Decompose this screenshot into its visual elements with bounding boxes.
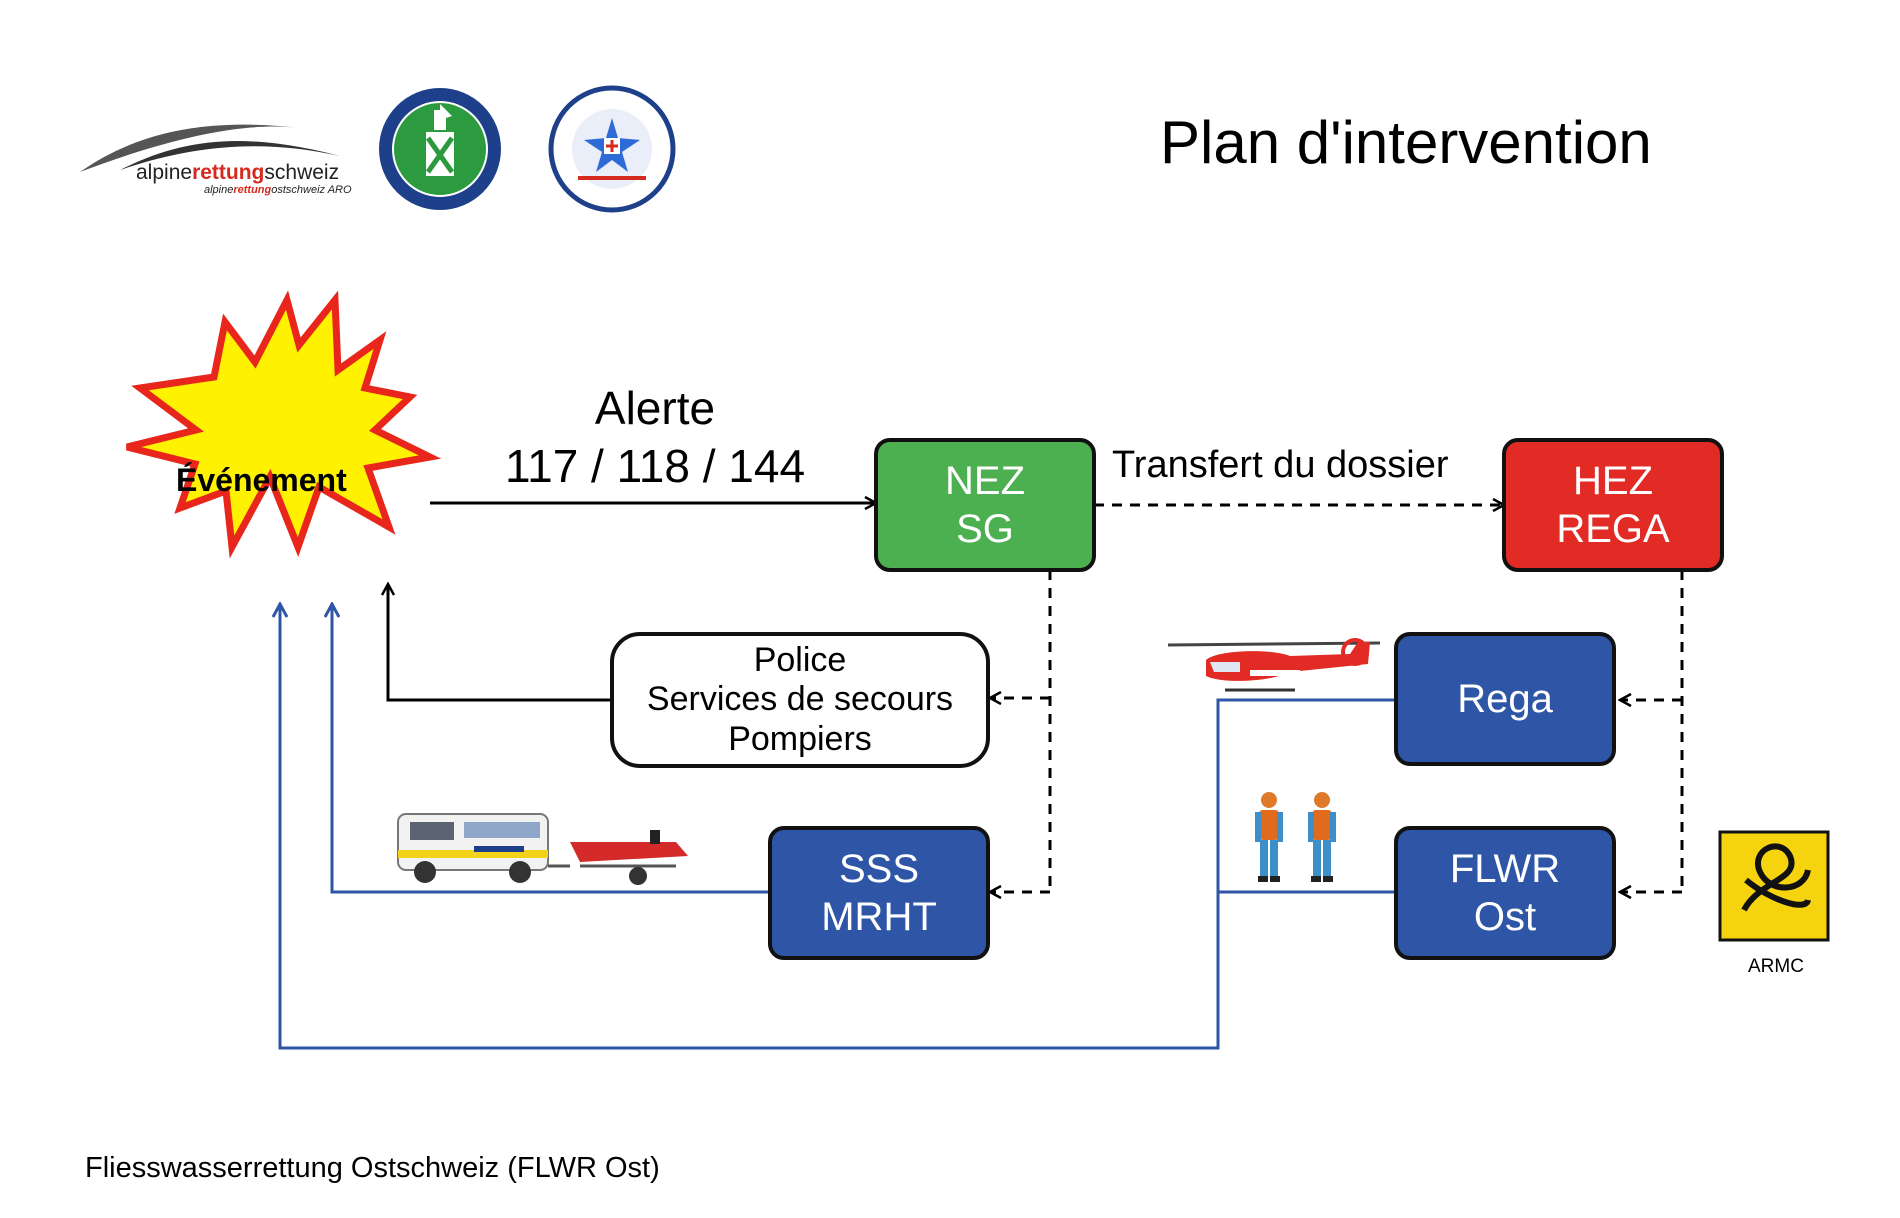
flwr-box: [1394, 826, 1616, 960]
flwr-line2: Ost: [1473, 895, 1537, 939]
alert-label: Alerte 117 / 118 / 144: [480, 380, 830, 495]
transfer-label: Transfert du dossier: [1112, 444, 1449, 486]
rope-knot-icon: [1718, 830, 1830, 942]
sss-label: SSS MRHT: [770, 828, 988, 958]
services-label: Police Services de secours Pompiers: [612, 634, 988, 766]
alpine-rescue-subbrand: alpinerettungostschweiz ARO: [204, 184, 352, 196]
nez-box: [874, 438, 1096, 572]
sss-box: [768, 826, 990, 960]
hez-box: [1502, 438, 1724, 572]
rega-line1: Rega: [1457, 677, 1553, 721]
rega-flwr-return-line: [280, 604, 1396, 1050]
rega-box: [1394, 632, 1616, 766]
rescue-van-with-boat-trailer-icon: [397, 813, 688, 885]
rega-helicopter-icon: [1167, 638, 1381, 692]
nez-line1: NEZ: [945, 459, 1025, 503]
water-rescuers-icon: [1255, 792, 1336, 882]
alert-title: Alerte: [594, 382, 716, 434]
rega-label: Rega: [1396, 634, 1614, 764]
armc-label: ARMC: [1748, 956, 1804, 977]
sss-to-event-arrow: [332, 604, 770, 894]
hez-line1: HEZ: [1573, 459, 1653, 503]
services-line1: Police: [753, 641, 847, 680]
footer-caption: Fliesswasserrettung Ostschweiz (FLWR Ost…: [85, 1152, 660, 1184]
services-line2: Services de secours: [646, 680, 954, 719]
sss-line1: SSS: [838, 847, 920, 891]
services-line3: Pompiers: [728, 719, 872, 758]
nez-label: NEZ SG: [876, 440, 1094, 570]
sss-line2: MRHT: [821, 895, 937, 939]
page-title: Plan d'intervention: [1160, 109, 1652, 176]
hez-line2: REGA: [1556, 507, 1670, 551]
nez-line2: SG: [956, 507, 1014, 551]
alpine-rescue-brand: alpinerettungschweiz: [136, 161, 340, 184]
alert-numbers: 117 / 118 / 144: [504, 439, 806, 492]
police-badge-icon: [379, 88, 501, 210]
hez-label: HEZ REGA: [1504, 440, 1722, 570]
services-to-event-arrow: [388, 584, 612, 702]
alpine-rescue-logo: [80, 124, 340, 172]
services-box: [610, 632, 990, 768]
flwr-line1: FLWR: [1449, 847, 1561, 891]
slrg-badge-icon: [548, 85, 676, 213]
event-label: Événement: [176, 462, 347, 498]
flwr-label: FLWR Ost: [1396, 828, 1614, 958]
event-starburst: [126, 290, 442, 559]
